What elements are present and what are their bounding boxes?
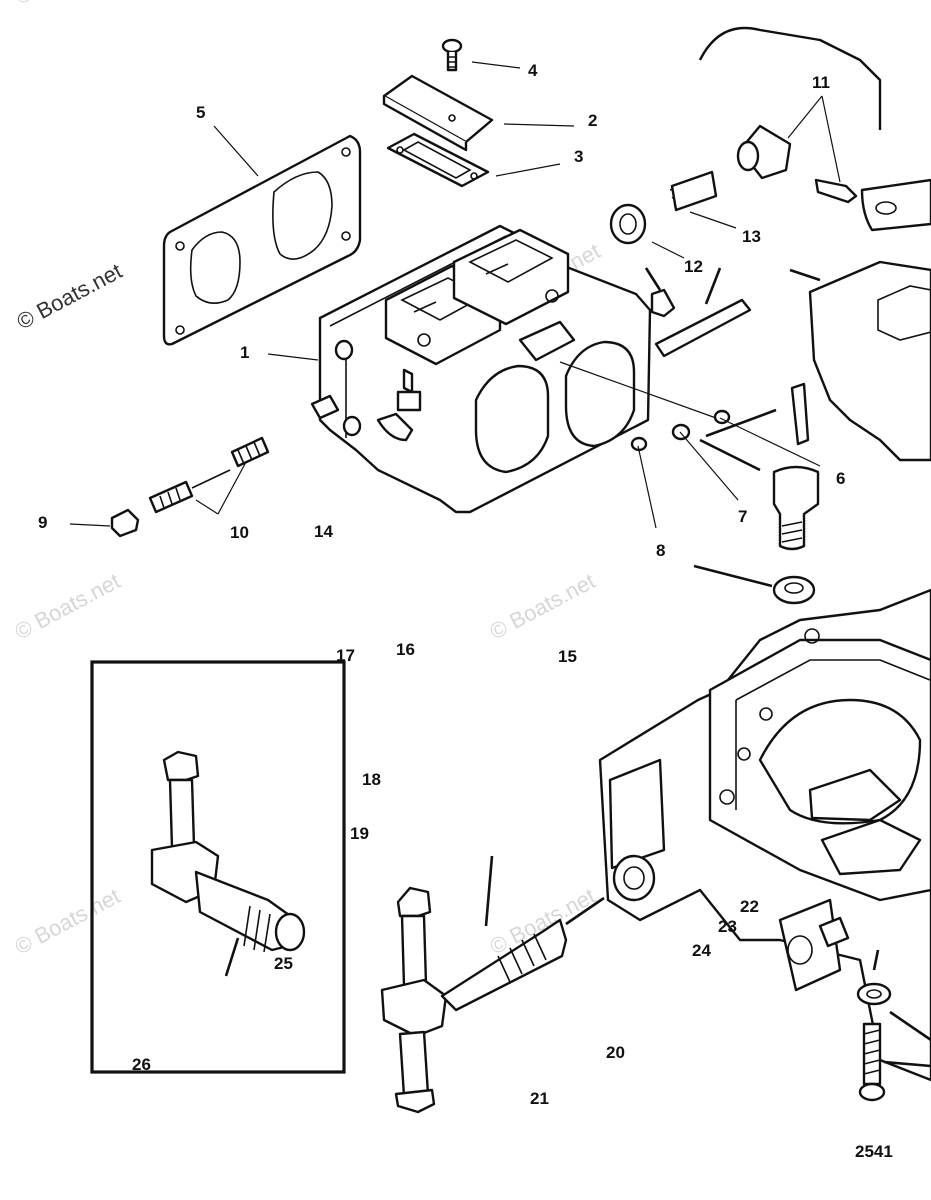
callout-3: 3 <box>574 147 583 166</box>
callout-5: 5 <box>196 103 205 122</box>
idle-screw-and-spring-part-10 <box>148 436 270 514</box>
watermark-dark: © Boats.net <box>13 258 127 334</box>
cover-plate-part-2 <box>382 74 494 152</box>
elbow-fitting-part-25 <box>150 750 306 953</box>
callout-2: 2 <box>588 111 597 130</box>
figure-number: 2541 <box>855 1142 893 1161</box>
callout-11: 11 <box>812 73 830 92</box>
spring-part-13 <box>669 170 718 212</box>
shaft-and-fittings <box>650 288 752 358</box>
seal-part-12 <box>609 203 647 245</box>
callout-17: 17 <box>336 646 355 665</box>
detail-box-part-26 <box>90 660 346 1074</box>
callout-13: 13 <box>742 227 761 246</box>
callout-7: 7 <box>738 507 747 526</box>
callout-4: 4 <box>528 61 538 80</box>
callout-10: 10 <box>230 523 249 542</box>
washer-and-screw <box>856 982 892 1102</box>
small-parts-6-7-8 <box>630 382 820 605</box>
watermark: © Boats.net <box>11 568 125 644</box>
callout-22: 22 <box>740 897 759 916</box>
callout-23: 23 <box>718 917 737 936</box>
watermark: © Boats.net <box>486 568 600 644</box>
callout-1: 1 <box>240 343 249 362</box>
callout-19: 19 <box>350 824 369 843</box>
callout-6: 6 <box>836 469 845 488</box>
callout-14: 14 <box>314 522 333 541</box>
callout-16: 16 <box>396 640 415 659</box>
upper-right-housing <box>698 26 931 462</box>
callout-18: 18 <box>362 770 381 789</box>
watermark: © Boats.net <box>11 883 125 959</box>
linkage-part-11 <box>736 124 858 204</box>
callout-24: 24 <box>692 941 711 960</box>
callout-9: 9 <box>38 513 47 532</box>
callout-8: 8 <box>656 541 665 560</box>
callout-labels: 1234567891011121314151617181920212223242… <box>38 61 845 1108</box>
throttle-body-part-1 <box>310 224 652 514</box>
watermark: © Boats.net <box>11 0 125 9</box>
callout-15: 15 <box>558 647 577 666</box>
screw-part-4 <box>441 38 463 72</box>
nut-part-9 <box>110 508 140 538</box>
carburetor-main-body <box>598 588 931 1082</box>
callout-25: 25 <box>274 954 293 973</box>
gasket-part-5 <box>162 134 362 346</box>
callout-21: 21 <box>530 1089 549 1108</box>
callout-20: 20 <box>606 1043 625 1062</box>
tee-fitting-lower <box>380 886 568 1114</box>
leader-lines <box>69 61 931 1068</box>
gasket-part-3 <box>386 132 490 188</box>
callout-12: 12 <box>684 257 703 276</box>
callout-26: 26 <box>132 1055 151 1074</box>
